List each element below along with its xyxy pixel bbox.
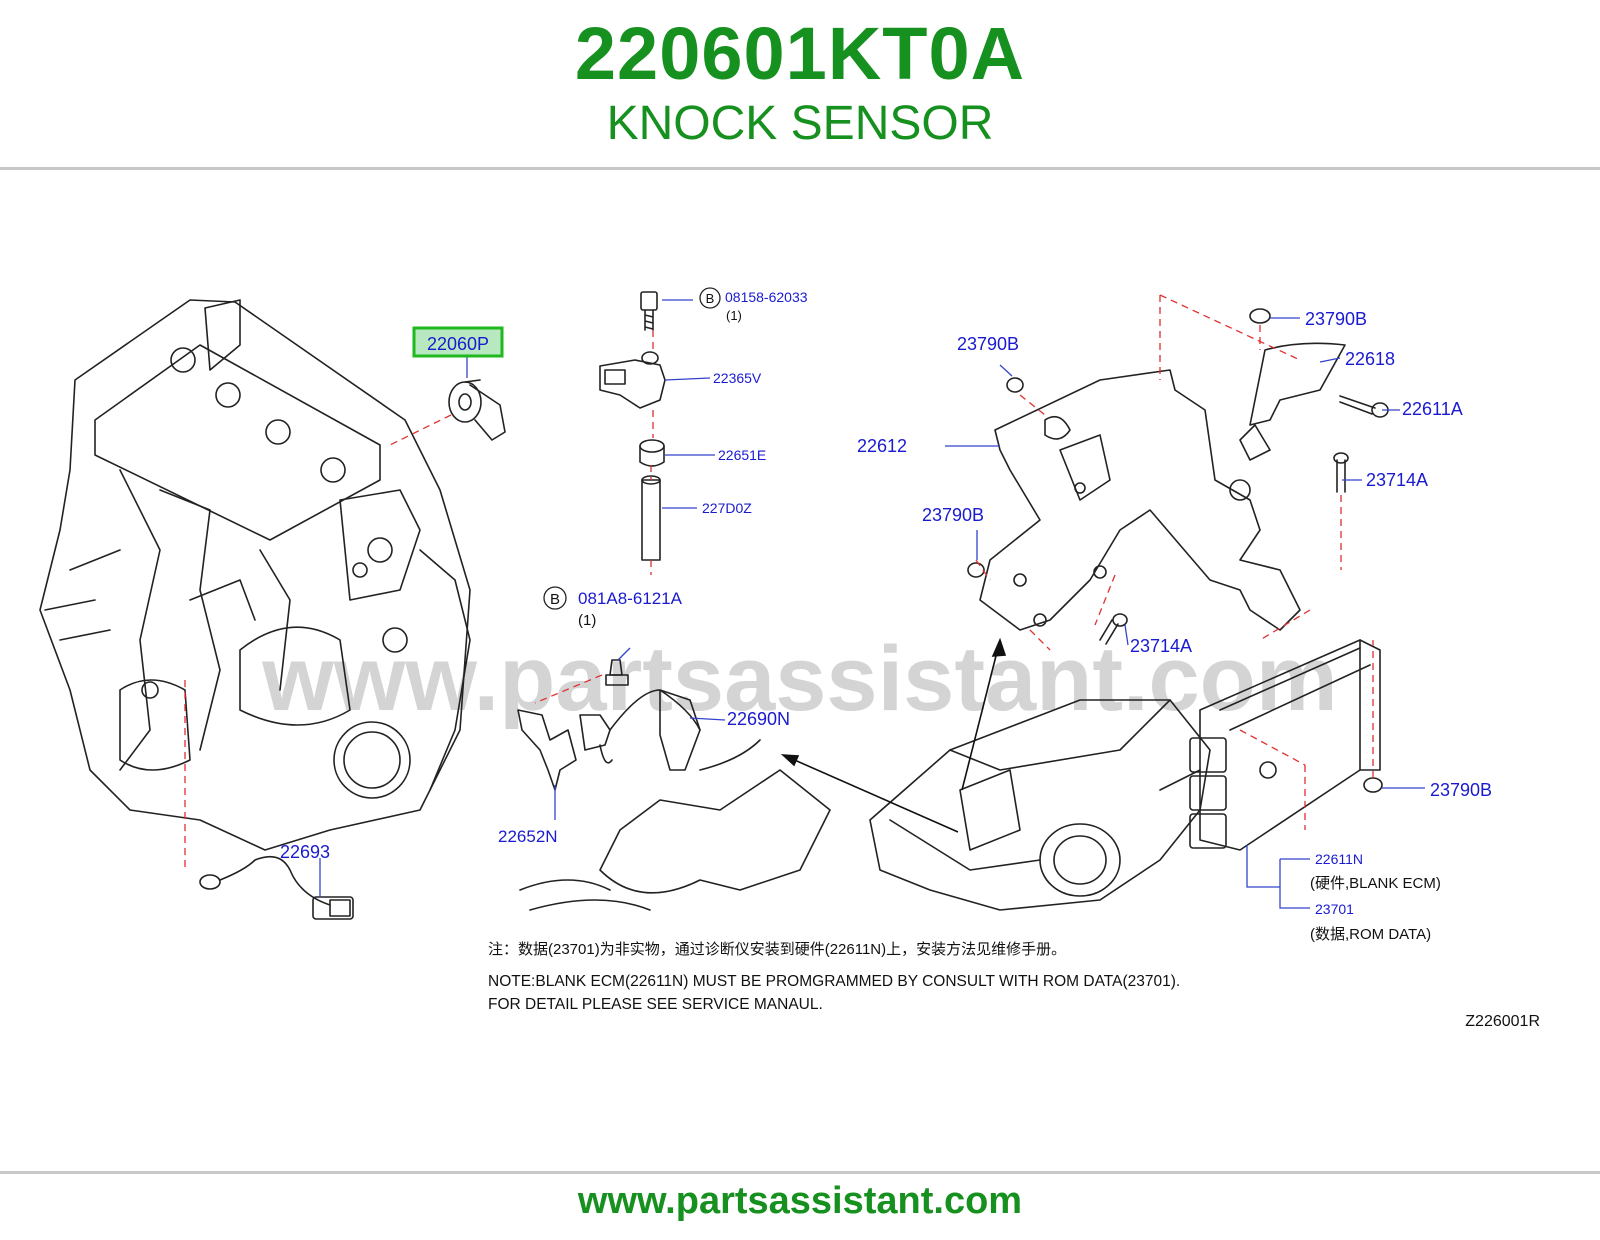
ecm-bracket-drawing (967, 308, 1346, 631)
callout-22365V[interactable]: 22365V (713, 370, 762, 386)
callout-081A8-qty: (1) (578, 612, 596, 629)
callout-08158-62033[interactable]: 08158-62033 (725, 289, 808, 305)
callout-22693[interactable]: 22693 (280, 842, 330, 862)
callout-22652N[interactable]: 22652N (498, 827, 558, 846)
leader-lines-blue (319, 299, 1425, 909)
watermark-text: www.partsassistant.com (261, 628, 1337, 730)
bolts-drawing (1099, 395, 1389, 793)
callout-23714A-center[interactable]: 23714A (1130, 636, 1192, 656)
knock-sensor-drawing (448, 379, 506, 441)
diagram-code: Z226001R (1465, 1013, 1540, 1030)
bolt-symbol-2: B (543, 586, 567, 610)
bolt-symbol-label-2: B (550, 591, 560, 608)
note-chinese: 注：数据(23701)为非实物，通过诊断仪安装到硬件(22611N)上，安装方法… (488, 941, 1066, 958)
engine-block-drawing (39, 299, 471, 851)
part-name-subtitle: KNOCK SENSOR (606, 97, 994, 150)
parts-diagram: www.partsassistant.com (39, 287, 1540, 1030)
footer-website-link[interactable]: www.partsassistant.com (577, 1180, 1023, 1222)
callout-23790B-right[interactable]: 23790B (1305, 309, 1367, 329)
callout-23714A-right[interactable]: 23714A (1366, 470, 1428, 490)
callout-23790B-ecm[interactable]: 23790B (1430, 780, 1492, 800)
part-number-title: 220601KT0A (574, 12, 1026, 95)
callout-22690N[interactable]: 22690N (727, 709, 790, 729)
callout-22651E[interactable]: 22651E (718, 447, 766, 463)
leader-lines-red (184, 294, 1374, 870)
bolt-symbol-1: B (699, 287, 721, 309)
callout-23701[interactable]: 23701 (1315, 901, 1354, 917)
callout-22060P[interactable]: 22060P (427, 334, 489, 354)
ecm-unit-drawing (1189, 639, 1381, 851)
callout-08158-qty: (1) (726, 308, 742, 323)
note-english-line-2: FOR DETAIL PLEASE SEE SERVICE MANAUL. (488, 996, 823, 1013)
reference-arrows (780, 637, 1007, 833)
callout-22611A[interactable]: 22611A (1402, 399, 1463, 419)
vehicle-drawing (869, 699, 1211, 911)
header-divider (0, 167, 1600, 170)
note-english-line-1: NOTE:BLANK ECM(22611N) MUST BE PROMGRAMM… (488, 973, 1180, 990)
callout-22612[interactable]: 22612 (857, 436, 907, 456)
page-header: 220601KT0A KNOCK SENSOR (0, 0, 1600, 168)
callout-227D0Z[interactable]: 227D0Z (702, 500, 752, 516)
callout-081A8-6121A[interactable]: 081A8-6121A (578, 589, 683, 608)
crank-sensor-drawing (599, 291, 666, 561)
sensor-harness-22693-drawing (199, 855, 354, 920)
callout-23790B-top[interactable]: 23790B (957, 334, 1019, 354)
callout-22611N[interactable]: 22611N (1315, 851, 1363, 867)
callout-22618[interactable]: 22618 (1345, 349, 1395, 369)
callout-23701-description: (数据,ROM DATA) (1310, 926, 1431, 943)
footer-divider (0, 1171, 1600, 1174)
highlighted-callout-box (412, 326, 504, 358)
bolt-symbol-label-1: B (706, 291, 715, 306)
callout-22611N-description: (硬件,BLANK ECM) (1310, 875, 1441, 892)
callout-23790B-mid[interactable]: 23790B (922, 505, 984, 525)
